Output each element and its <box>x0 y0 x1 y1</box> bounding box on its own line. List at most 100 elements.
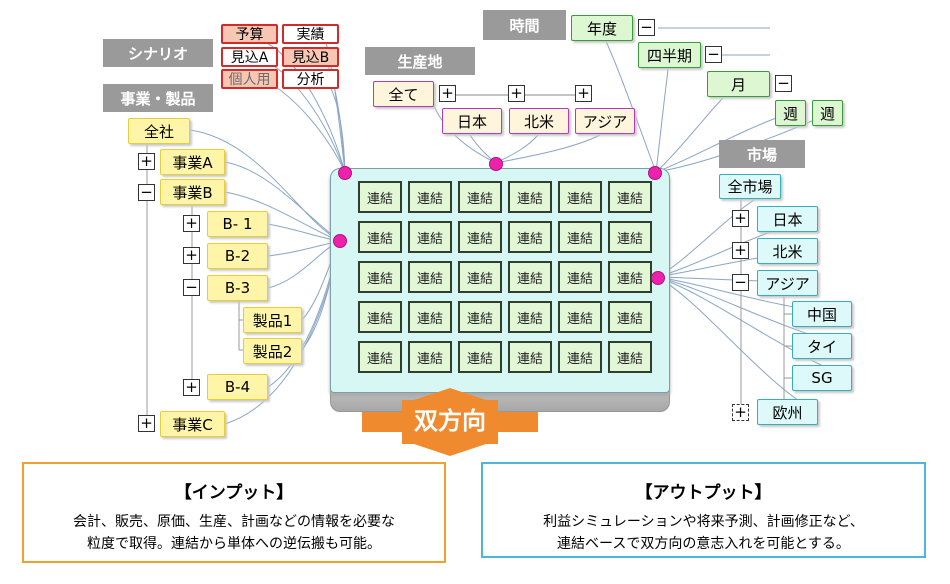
cube-cell[interactable]: 連結 <box>358 341 402 373</box>
header-region: 生産地 <box>365 47 475 75</box>
business-b3[interactable]: B-3 <box>207 275 268 301</box>
collapse-market-asia-icon[interactable]: − <box>732 274 749 291</box>
expand-business-c-icon[interactable]: + <box>138 415 155 432</box>
input-description-line2: 粒度で取得。連結から単体への逆伝搬も可能。 <box>87 536 381 552</box>
output-description-line2: 連結ベースで双方向の意志入れを可能とする。 <box>557 536 850 552</box>
cube-cell[interactable]: 連結 <box>558 221 602 253</box>
scenario-forecast-b[interactable]: 見込B <box>282 47 339 67</box>
expand-b4-icon[interactable]: + <box>183 379 200 396</box>
expand-market-japan-icon[interactable]: + <box>732 210 749 227</box>
scenario-budget[interactable]: 予算 <box>221 24 278 44</box>
time-quarter[interactable]: 四半期 <box>638 42 701 68</box>
collapse-quarter-icon[interactable]: − <box>705 46 722 63</box>
product-2[interactable]: 製品2 <box>243 338 302 364</box>
expand-region-icon[interactable]: + <box>575 85 592 102</box>
cube-cell[interactable]: 連結 <box>558 341 602 373</box>
input-title: 【インプット】 <box>174 483 294 503</box>
header-scenario: シナリオ <box>103 39 213 67</box>
header-time: 時間 <box>483 10 566 40</box>
market-europe[interactable]: 欧州 <box>757 399 818 425</box>
header-market: 市場 <box>719 140 805 168</box>
cube-cell[interactable]: 連結 <box>408 341 452 373</box>
cube-cell[interactable]: 連結 <box>508 261 552 293</box>
expand-region-icon[interactable]: + <box>508 85 525 102</box>
region-asia[interactable]: アジア <box>575 108 635 134</box>
collapse-business-b-icon[interactable]: − <box>138 184 155 201</box>
scenario-forecast-a[interactable]: 見込A <box>221 47 278 67</box>
output-box: 【アウトプット】 利益シミュレーションや将来予測、計画修正など、 連結ベースで双… <box>481 462 926 558</box>
time-week[interactable]: 週 <box>812 100 843 126</box>
expand-region-icon[interactable]: + <box>439 85 456 102</box>
collapse-b3-icon[interactable]: − <box>183 279 200 296</box>
region-all[interactable]: 全て <box>373 81 434 107</box>
business-b4[interactable]: B-4 <box>207 374 268 400</box>
header-business: 事業・製品 <box>103 84 213 112</box>
cube-cell[interactable]: 連結 <box>458 301 502 333</box>
market-singapore[interactable]: SG <box>792 365 852 391</box>
cube-cell[interactable]: 連結 <box>508 341 552 373</box>
output-description-line1: 利益シミュレーションや将来予測、計画修正など、 <box>543 514 864 530</box>
connector-dot-region <box>489 157 503 171</box>
time-month[interactable]: 月 <box>707 71 770 97</box>
expand-market-na-icon[interactable]: + <box>732 242 749 259</box>
market-all[interactable]: 全市場 <box>719 174 781 199</box>
output-title: 【アウトプット】 <box>635 483 772 503</box>
bidirectional-arrow-icon <box>362 388 538 456</box>
cube-cell[interactable]: 連結 <box>608 301 652 333</box>
arrow-label: 双方向 <box>414 407 486 435</box>
product-1[interactable]: 製品1 <box>243 307 302 333</box>
market-china[interactable]: 中国 <box>792 301 852 327</box>
scenario-personal[interactable]: 個人用 <box>221 69 278 89</box>
cube-cell[interactable]: 連結 <box>608 181 652 213</box>
business-all[interactable]: 全社 <box>128 118 190 144</box>
market-japan[interactable]: 日本 <box>757 206 818 232</box>
cube-cell[interactable]: 連結 <box>558 181 602 213</box>
cube-cell[interactable]: 連結 <box>458 181 502 213</box>
cube-cell[interactable]: 連結 <box>558 301 602 333</box>
expand-market-europe-icon[interactable]: + <box>732 404 749 421</box>
cube-cell[interactable]: 連結 <box>608 261 652 293</box>
scenario-actual[interactable]: 実績 <box>282 24 339 44</box>
cube-cell[interactable]: 連結 <box>608 341 652 373</box>
region-japan[interactable]: 日本 <box>442 108 502 134</box>
cube-grid: 連結連結連結連結連結連結連結連結連結連結連結連結連結連結連結連結連結連結連結連結… <box>358 181 652 373</box>
scenario-analysis[interactable]: 分析 <box>282 69 339 89</box>
cube-cell[interactable]: 連結 <box>408 261 452 293</box>
cube-cell[interactable]: 連結 <box>458 341 502 373</box>
connector-dot-time <box>648 166 662 180</box>
cube-cell[interactable]: 連結 <box>358 221 402 253</box>
expand-b1-icon[interactable]: + <box>183 215 200 232</box>
market-asia[interactable]: アジア <box>757 270 818 296</box>
business-b1[interactable]: B- 1 <box>207 211 268 237</box>
connector-dot-business <box>333 234 347 248</box>
cube-cell[interactable]: 連結 <box>458 261 502 293</box>
cube-cell[interactable]: 連結 <box>558 261 602 293</box>
cube-cell[interactable]: 連結 <box>508 221 552 253</box>
input-box: 【インプット】 会計、販売、原価、生産、計画などの情報を必要な 粒度で取得。連結… <box>22 462 446 563</box>
cube-cell[interactable]: 連結 <box>608 221 652 253</box>
business-b2[interactable]: B-2 <box>207 243 268 269</box>
input-description-line1: 会計、販売、原価、生産、計画などの情報を必要な <box>73 514 395 530</box>
cube-cell[interactable]: 連結 <box>508 301 552 333</box>
cube-cell[interactable]: 連結 <box>358 301 402 333</box>
market-thailand[interactable]: タイ <box>792 333 852 359</box>
cube-cell[interactable]: 連結 <box>508 181 552 213</box>
cube-cell[interactable]: 連結 <box>358 181 402 213</box>
collapse-year-icon[interactable]: − <box>638 19 655 36</box>
expand-b2-icon[interactable]: + <box>183 247 200 264</box>
collapse-month-icon[interactable]: − <box>775 75 792 92</box>
business-a[interactable]: 事業A <box>160 149 225 175</box>
market-north-america[interactable]: 北米 <box>757 238 818 264</box>
time-year[interactable]: 年度 <box>571 15 633 41</box>
region-north-america[interactable]: 北米 <box>509 108 569 134</box>
cube-cell[interactable]: 連結 <box>408 301 452 333</box>
time-week[interactable]: 週 <box>775 100 806 126</box>
cube-cell[interactable]: 連結 <box>358 261 402 293</box>
business-b[interactable]: 事業B <box>160 179 225 205</box>
cube-cell[interactable]: 連結 <box>458 221 502 253</box>
expand-business-a-icon[interactable]: + <box>138 153 155 170</box>
connector-dot-scenario <box>338 166 352 180</box>
cube-cell[interactable]: 連結 <box>408 221 452 253</box>
cube-cell[interactable]: 連結 <box>408 181 452 213</box>
business-c[interactable]: 事業C <box>160 411 225 437</box>
